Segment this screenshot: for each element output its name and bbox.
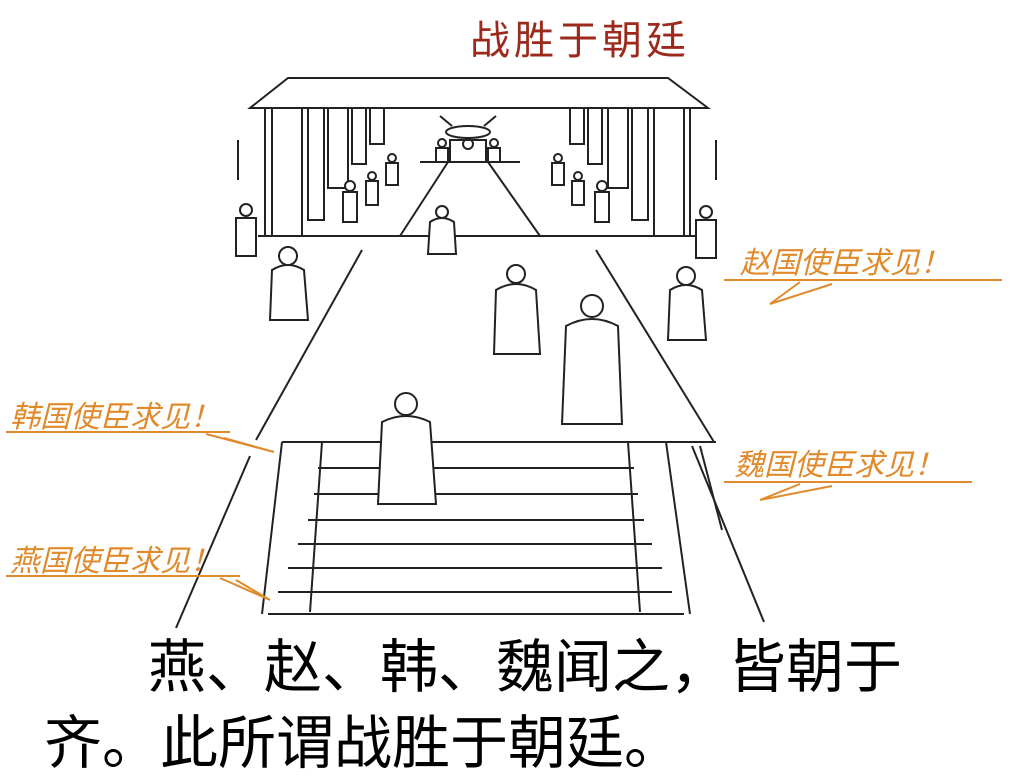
figure-guard [235,203,257,257]
figure-attendant [487,138,501,163]
throne [439,115,497,163]
figure-minister [342,180,358,223]
pillar-right-3 [607,107,629,189]
figure-envoy [376,392,438,505]
pillar-left-3 [327,107,349,189]
caption-line-2: 齐。此所谓战胜于朝廷。 [44,709,683,777]
figure-guard [695,205,717,259]
pillar-right-4 [587,107,603,165]
figure-envoy [426,205,458,255]
figure-minister [594,180,610,223]
figure-envoy [560,294,624,425]
callout-yan-envoy: 燕国使臣求见！ [10,544,220,579]
callout-han-envoy: 韩国使臣求见！ [10,400,220,435]
palace-roof [247,77,711,109]
figure-official [666,266,708,341]
caption-line-1: 燕、赵、韩、魏闻之，皆朝于 [148,633,903,701]
figure-minister [385,153,399,186]
pillar-right-5 [569,107,585,145]
figure-envoy [492,264,542,355]
road-edge-right [595,249,715,443]
figure-minister [365,171,379,206]
pillar-left-5 [369,107,385,145]
pillar-right-2 [631,107,649,221]
pillar-left-2 [307,107,325,221]
figure-minister [571,171,585,206]
figure-attendant [435,138,449,163]
road-edge-left [255,249,363,441]
page-title: 战胜于朝廷 [470,18,690,64]
pillar-left-4 [351,107,367,165]
figure-minister [551,153,565,186]
callout-zhao-envoy: 赵国使臣求见！ [740,246,950,281]
figure-official [268,246,310,321]
pillar-left-1 [271,107,303,237]
pillar-right-1 [653,107,685,237]
callout-wei-envoy: 魏国使臣求见！ [734,448,944,483]
